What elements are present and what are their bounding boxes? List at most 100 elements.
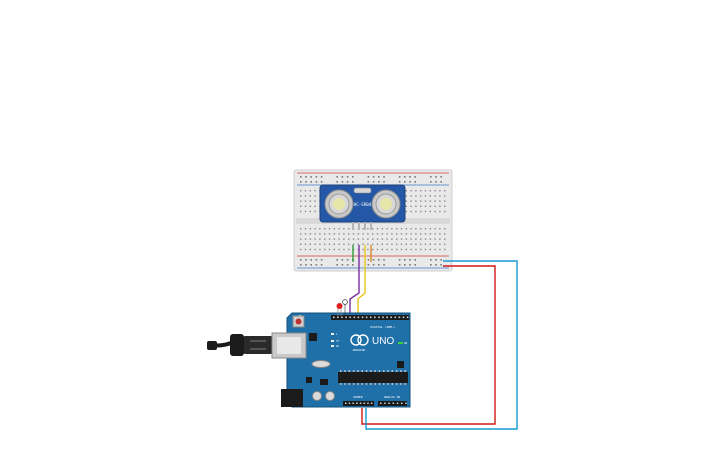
breadboard-hole[interactable] xyxy=(372,238,374,240)
breadboard-hole[interactable] xyxy=(367,238,369,240)
header-pin[interactable] xyxy=(361,316,364,319)
breadboard-hole[interactable] xyxy=(378,176,380,178)
breadboard-hole[interactable] xyxy=(336,176,338,178)
header-pin[interactable] xyxy=(359,402,362,405)
breadboard-hole[interactable] xyxy=(305,259,307,261)
breadboard-hole[interactable] xyxy=(444,190,446,192)
breadboard-hole[interactable] xyxy=(315,259,318,261)
breadboard-hole[interactable] xyxy=(414,259,416,261)
breadboard-hole[interactable] xyxy=(376,228,379,230)
breadboard-hole[interactable] xyxy=(346,176,349,178)
breadboard-hole[interactable] xyxy=(410,243,412,245)
breadboard-hole[interactable] xyxy=(300,264,302,266)
breadboard-hole[interactable] xyxy=(341,259,344,261)
breadboard-hole[interactable] xyxy=(372,228,374,230)
chip-pin[interactable] xyxy=(395,370,398,372)
chip-pin[interactable] xyxy=(370,370,372,372)
breadboard-hole[interactable] xyxy=(420,205,422,207)
chip-pin[interactable] xyxy=(361,370,364,372)
breadboard-hole[interactable] xyxy=(435,259,437,261)
breadboard-hole[interactable] xyxy=(309,228,311,230)
led-icon[interactable] xyxy=(336,303,343,316)
chip-pin[interactable] xyxy=(361,383,364,385)
breadboard-hole[interactable] xyxy=(367,259,370,261)
breadboard-hole[interactable] xyxy=(424,210,427,213)
breadboard-hole[interactable] xyxy=(357,233,359,235)
breadboard-hole[interactable] xyxy=(300,195,302,197)
chip-pin[interactable] xyxy=(378,383,381,385)
breadboard-hole[interactable] xyxy=(315,264,318,266)
breadboard-hole[interactable] xyxy=(309,200,311,202)
chip-pin[interactable] xyxy=(352,383,355,385)
breadboard-hole[interactable] xyxy=(398,181,401,183)
breadboard-hole[interactable] xyxy=(338,238,340,240)
breadboard-hole[interactable] xyxy=(383,264,385,266)
breadboard-hole[interactable] xyxy=(410,238,412,240)
breadboard-hole[interactable] xyxy=(420,233,422,235)
chip-pin[interactable] xyxy=(344,383,346,385)
breadboard-hole[interactable] xyxy=(381,228,383,230)
breadboard-hole[interactable] xyxy=(420,238,422,240)
breadboard-hole[interactable] xyxy=(372,181,375,183)
breadboard-hole[interactable] xyxy=(386,233,388,235)
breadboard-hole[interactable] xyxy=(314,228,316,230)
breadboard-hole[interactable] xyxy=(439,243,441,245)
breadboard-hole[interactable] xyxy=(404,259,406,261)
breadboard-hole[interactable] xyxy=(396,248,398,251)
breadboard-hole[interactable] xyxy=(300,190,302,192)
breadboard-hole[interactable] xyxy=(424,195,427,197)
breadboard-hole[interactable] xyxy=(420,248,422,251)
breadboard-hole[interactable] xyxy=(378,264,380,266)
breadboard-hole[interactable] xyxy=(362,228,364,230)
breadboard-hole[interactable] xyxy=(429,195,431,197)
breadboard-hole[interactable] xyxy=(439,210,441,213)
header-pin[interactable] xyxy=(392,402,395,405)
chip-pin[interactable] xyxy=(400,383,402,385)
breadboard-hole[interactable] xyxy=(405,195,407,197)
breadboard-hole[interactable] xyxy=(444,228,446,230)
breadboard-hole[interactable] xyxy=(314,200,316,202)
breadboard-hole[interactable] xyxy=(304,200,307,202)
breadboard-hole[interactable] xyxy=(420,200,422,202)
breadboard-hole[interactable] xyxy=(391,228,393,230)
breadboard-hole[interactable] xyxy=(367,181,370,183)
breadboard-hole[interactable] xyxy=(343,233,345,235)
breadboard-hole[interactable] xyxy=(300,210,302,213)
breadboard-hole[interactable] xyxy=(420,228,422,230)
breadboard-hole[interactable] xyxy=(324,238,326,240)
breadboard-hole[interactable] xyxy=(309,190,311,192)
breadboard-hole[interactable] xyxy=(439,238,441,240)
breadboard-hole[interactable] xyxy=(372,233,374,235)
breadboard-hole[interactable] xyxy=(304,243,307,245)
breadboard-hole[interactable] xyxy=(367,243,369,245)
breadboard-hole[interactable] xyxy=(372,259,375,261)
breadboard-hole[interactable] xyxy=(324,243,326,245)
chip-pin[interactable] xyxy=(387,383,389,385)
breadboard-hole[interactable] xyxy=(405,243,407,245)
arduino-uno[interactable]: DIGITAL (PWM~) UNO ARDUINO L TX RX ON xyxy=(271,299,411,408)
breadboard-hole[interactable] xyxy=(444,210,446,213)
breadboard-hole[interactable] xyxy=(305,181,307,183)
breadboard-hole[interactable] xyxy=(429,248,431,251)
breadboard-hole[interactable] xyxy=(362,243,364,245)
breadboard-hole[interactable] xyxy=(444,243,446,245)
header-pin[interactable] xyxy=(348,402,351,405)
breadboard-hole[interactable] xyxy=(405,248,407,251)
breadboard-hole[interactable] xyxy=(396,243,398,245)
breadboard-hole[interactable] xyxy=(391,233,393,235)
breadboard-hole[interactable] xyxy=(310,181,312,183)
breadboard-hole[interactable] xyxy=(404,176,406,178)
breadboard-hole[interactable] xyxy=(352,181,354,183)
breadboard-hole[interactable] xyxy=(414,176,416,178)
breadboard-hole[interactable] xyxy=(424,238,427,240)
ultrasonic-sensor[interactable]: HC-SR04 xyxy=(319,184,406,230)
breadboard-hole[interactable] xyxy=(434,243,436,245)
breadboard-hole[interactable] xyxy=(386,248,388,251)
breadboard-hole[interactable] xyxy=(304,238,307,240)
breadboard-hole[interactable] xyxy=(314,195,316,197)
header-pin[interactable] xyxy=(405,402,407,405)
breadboard-hole[interactable] xyxy=(319,248,321,251)
breadboard-hole[interactable] xyxy=(381,243,383,245)
breadboard-hole[interactable] xyxy=(338,228,340,230)
header-pin[interactable] xyxy=(401,402,403,405)
